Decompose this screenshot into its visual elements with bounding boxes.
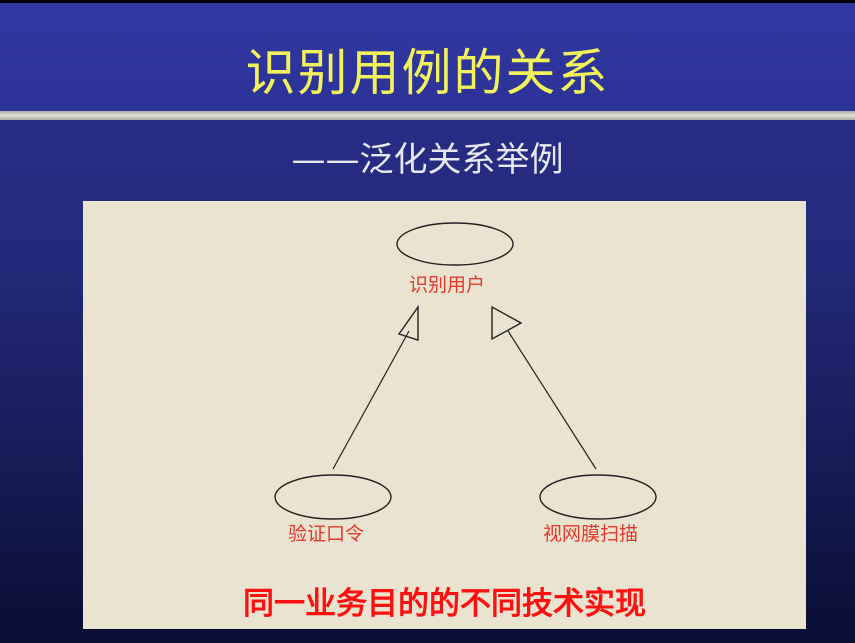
usecase-ellipse-left	[274, 474, 392, 520]
generalization-arrowhead-left	[397, 304, 419, 341]
usecase-ellipse-right	[539, 474, 657, 520]
slide-top-border	[0, 0, 855, 3]
usecase-label-left: 验证口令	[288, 523, 365, 545]
usecase-label-parent: 识别用户	[409, 274, 486, 296]
generalization-line-right	[507, 330, 597, 470]
usecase-label-right: 视网膜扫描	[543, 523, 639, 545]
generalization-arrowhead-right	[491, 305, 523, 341]
diagram-caption: 同一业务目的的不同技术实现	[243, 586, 646, 622]
usecase-ellipse-parent	[396, 222, 514, 266]
slide-subtitle: ——泛化关系举例	[291, 140, 564, 180]
generalization-line-left	[332, 330, 410, 470]
title-divider	[0, 111, 855, 120]
usecase-diagram	[274, 222, 657, 520]
diagram-panel: 识别用户 验证口令 视网膜扫描 同一业务目的的不同技术实现	[83, 201, 806, 629]
slide-title: 识别用例的关系	[245, 44, 610, 102]
title-bar: 识别用例的关系	[0, 3, 855, 111]
